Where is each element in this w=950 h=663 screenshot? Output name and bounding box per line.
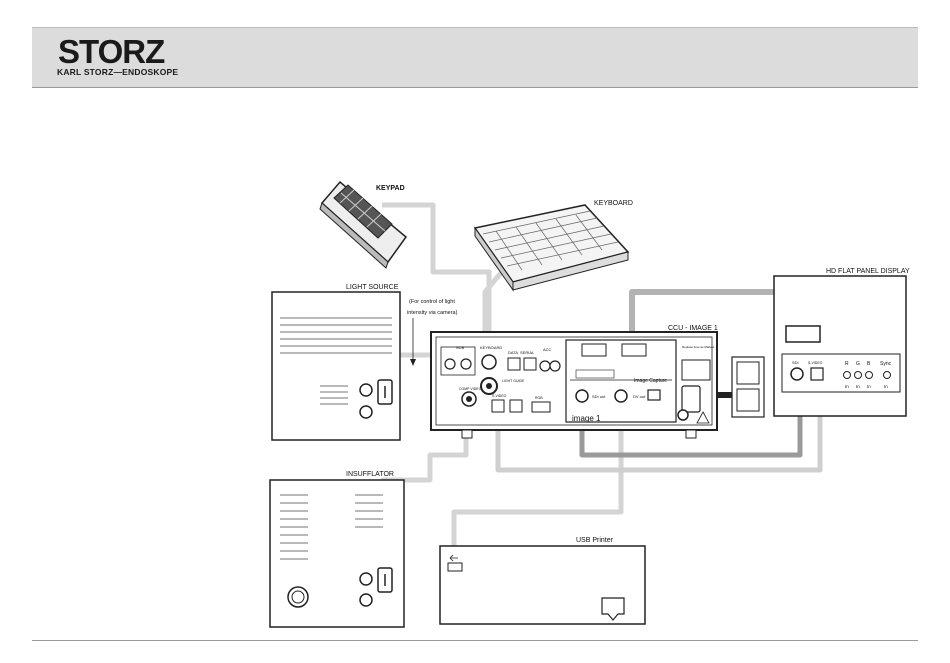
light-note-line2: intensity via camera): [407, 310, 458, 316]
b-in-label: B: [867, 361, 871, 367]
usb-printer-device: [439, 545, 646, 625]
ccu-label: CCU - IMAGE 1: [668, 325, 718, 332]
power-outlet: [731, 356, 765, 418]
keyboard-label: KEYBOARD: [594, 200, 633, 207]
g-in-suffix: In: [856, 384, 860, 389]
keypad-device: [319, 180, 408, 269]
ccu-device: [430, 331, 718, 439]
keypad-label: KEYPAD: [376, 185, 405, 192]
sdi-in-label: SDI: [792, 360, 799, 365]
sync-in-suffix: In: [884, 384, 888, 389]
sdi-out-label: SDI out: [592, 394, 606, 399]
comp-video-label: COMP VIDEO: [459, 387, 482, 391]
rgb-port-label: RGB: [535, 396, 543, 400]
usb-icon: [449, 554, 458, 562]
dv-out-label: DV out: [633, 394, 646, 399]
replace-fuse-label: Replace fuse as Marked: [682, 345, 715, 349]
image-capture-label: Image Capture: [634, 378, 667, 384]
cable-svideo-display: [495, 376, 823, 473]
keyboard-port-label: KEYBOARD: [480, 345, 502, 350]
r-in-label: R: [845, 361, 849, 367]
b-in-suffix: In: [867, 384, 871, 389]
storz-logo: STORZ: [58, 33, 165, 70]
keyboard-device: [473, 204, 630, 292]
display-device: [773, 275, 907, 417]
data-port-label: DATA: [508, 350, 518, 355]
insufflator-label: INSUFFLATOR: [346, 471, 394, 478]
display-label: HD FLAT PANEL DISPLAY: [826, 268, 910, 275]
cable-keypad-ccu: [382, 202, 492, 357]
footer-rule: [32, 640, 918, 641]
s-video-port-label: S-VIDEO: [492, 394, 507, 398]
storz-logo-subtitle: KARL STORZ—ENDOSKOPE: [57, 67, 179, 77]
usb-printer-label: USB Printer: [576, 537, 614, 544]
cable-usb-printer: [451, 372, 624, 565]
light-source-label: LIGHT SOURCE: [346, 284, 399, 291]
g-in-label: G: [856, 361, 860, 367]
power-socket-icon: [601, 597, 625, 621]
scb-port-label: SCB: [456, 345, 465, 350]
acc-port-label: ACC: [543, 347, 552, 352]
image1-label: image 1: [572, 414, 601, 423]
light-guide-label: LIGHT GUIDE: [502, 379, 525, 383]
r-in-suffix: In: [845, 384, 849, 389]
light-note-line1: (For control of light: [409, 299, 455, 305]
serial-port-label: SERIAL: [520, 350, 535, 355]
insufflator-device: [269, 479, 405, 628]
header-band: [32, 27, 918, 88]
sync-in-label: Sync: [880, 361, 892, 367]
s-video-in-label: S-VIDEO: [808, 361, 823, 365]
light-source-device: [271, 291, 401, 441]
